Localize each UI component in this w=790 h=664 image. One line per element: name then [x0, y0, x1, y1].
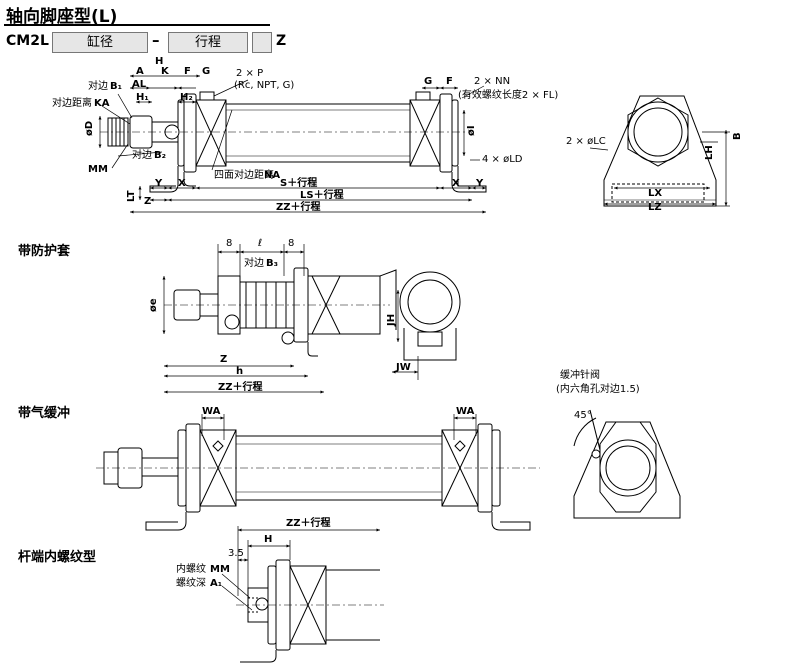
model-dash: –	[152, 31, 160, 49]
dim-female-MM: MM	[210, 564, 230, 575]
dim-Z: Z	[144, 196, 151, 207]
dim-NN-count: 2 × NN	[474, 76, 510, 87]
main-view-drawing	[100, 91, 487, 193]
side-view-drawing	[603, 95, 717, 207]
cushion-valve-angle: 45°	[574, 410, 592, 421]
boot-dimension-labels: 8 ℓ 8 对边 B₃ øe Z h ZZ＋行程 JH JW	[148, 238, 411, 393]
cushion-dimension-labels: WA WA 缓冲针阀 (内六角孔对边1.5) 45°	[202, 368, 640, 421]
main-dimension-labels: H A K F G 对边 B₁ AL H₁ H₂ 对边距离 KA øD 对边 B…	[52, 56, 558, 213]
dim-LS: LS＋行程	[300, 188, 344, 201]
dim-I: øI	[466, 125, 477, 136]
dim-LD: 4 × øLD	[482, 154, 523, 165]
dim-H: H	[155, 56, 163, 67]
dim-WA-left: WA	[202, 406, 221, 417]
dim-B-side: B	[732, 132, 743, 140]
dim-JW: JW	[395, 362, 411, 373]
dim-JH: JH	[386, 314, 397, 327]
dim-boot-ZZ: ZZ＋行程	[218, 380, 263, 393]
section-title-cushion: 带气缓冲	[18, 406, 71, 421]
dim-B1-prefix: 对边	[88, 79, 108, 92]
dim-boot-l: ℓ	[258, 238, 262, 249]
dim-boot-Z: Z	[220, 354, 227, 365]
dim-X-right: X	[452, 178, 460, 189]
dim-AL: AL	[132, 79, 147, 90]
dim-female-A1-prefix: 螺纹深	[176, 576, 206, 589]
dim-female-H: H	[264, 534, 272, 545]
dim-S: S＋行程	[280, 176, 317, 189]
dim-X-left: X	[178, 178, 186, 189]
port-count: 2 × P	[236, 68, 263, 79]
dim-WA-right: WA	[456, 406, 475, 417]
stroke-box: 行程	[168, 32, 248, 53]
dim-F-right: F	[446, 76, 453, 87]
dim-MM: MM	[88, 164, 108, 175]
dim-K: K	[161, 66, 170, 77]
dim-boot-8-right: 8	[288, 238, 294, 249]
dim-boot-8-left: 8	[226, 238, 232, 249]
cushion-view-drawing	[96, 409, 681, 531]
dim-Y-right: Y	[475, 178, 484, 189]
dim-H1: H₁	[136, 92, 149, 103]
dim-NA: NA	[264, 170, 280, 181]
dim-G: G	[202, 66, 210, 77]
dim-female-MM-prefix: 内螺纹	[176, 562, 206, 575]
section-title-female: 杆端内螺纹型	[18, 550, 97, 565]
title-underline	[4, 24, 270, 26]
dim-boot-h: h	[236, 366, 243, 377]
boot-view-drawing	[164, 267, 461, 361]
dim-e: øe	[148, 298, 159, 312]
dim-F: F	[184, 66, 191, 77]
port-thread-types: (Rc, NPT, G)	[234, 80, 294, 91]
dim-NA-prefix: 四面对边距离	[214, 168, 274, 181]
female-rod-view-drawing	[236, 559, 384, 663]
dim-B1: B₁	[110, 81, 122, 92]
dim-D: øD	[84, 121, 95, 136]
side-dimension-labels: 2 × øLC B LH LX LZ	[566, 132, 743, 213]
dim-LH: LH	[704, 145, 715, 160]
female-dimension-labels: ZZ＋行程 H 3.5 内螺纹 MM 螺纹深 A₁	[176, 516, 331, 589]
dim-LX: LX	[648, 188, 662, 199]
bore-size-box: 缸径	[52, 32, 148, 53]
dim-KA-prefix: 对边距离	[52, 96, 92, 109]
page-title: 轴向脚座型(L)	[6, 7, 118, 27]
cushion-valve-hex-note: (内六角孔对边1.5)	[556, 382, 640, 395]
dim-LC: 2 × øLC	[566, 136, 606, 147]
dim-LT: LT	[126, 190, 137, 202]
dim-female-ZZ: ZZ＋行程	[286, 516, 331, 529]
dim-female-3-5: 3.5	[228, 548, 244, 559]
cushion-valve-label: 缓冲针阀	[560, 368, 600, 381]
dim-Y-left: Y	[154, 178, 163, 189]
dim-H2: H₂	[180, 92, 193, 103]
dim-A: A	[136, 66, 144, 77]
dim-B3: B₃	[266, 258, 278, 269]
section-title-boot: 带防护套	[18, 244, 71, 259]
dim-B2-prefix: 对边	[132, 148, 152, 161]
dim-G-right: G	[424, 76, 432, 87]
dim-B3-prefix: 对边	[244, 256, 264, 269]
model-suffix: Z	[276, 33, 287, 49]
dim-NN-note: (有效螺纹长度2 × FL)	[458, 88, 558, 101]
model-prefix: CM2L	[6, 33, 49, 49]
dim-KA: KA	[94, 98, 110, 109]
option-box	[252, 32, 272, 53]
dim-LZ: LZ	[648, 202, 662, 213]
dim-ZZ: ZZ＋行程	[276, 200, 321, 213]
dim-female-A1: A₁	[210, 578, 222, 589]
dim-B2: B₂	[154, 150, 166, 161]
